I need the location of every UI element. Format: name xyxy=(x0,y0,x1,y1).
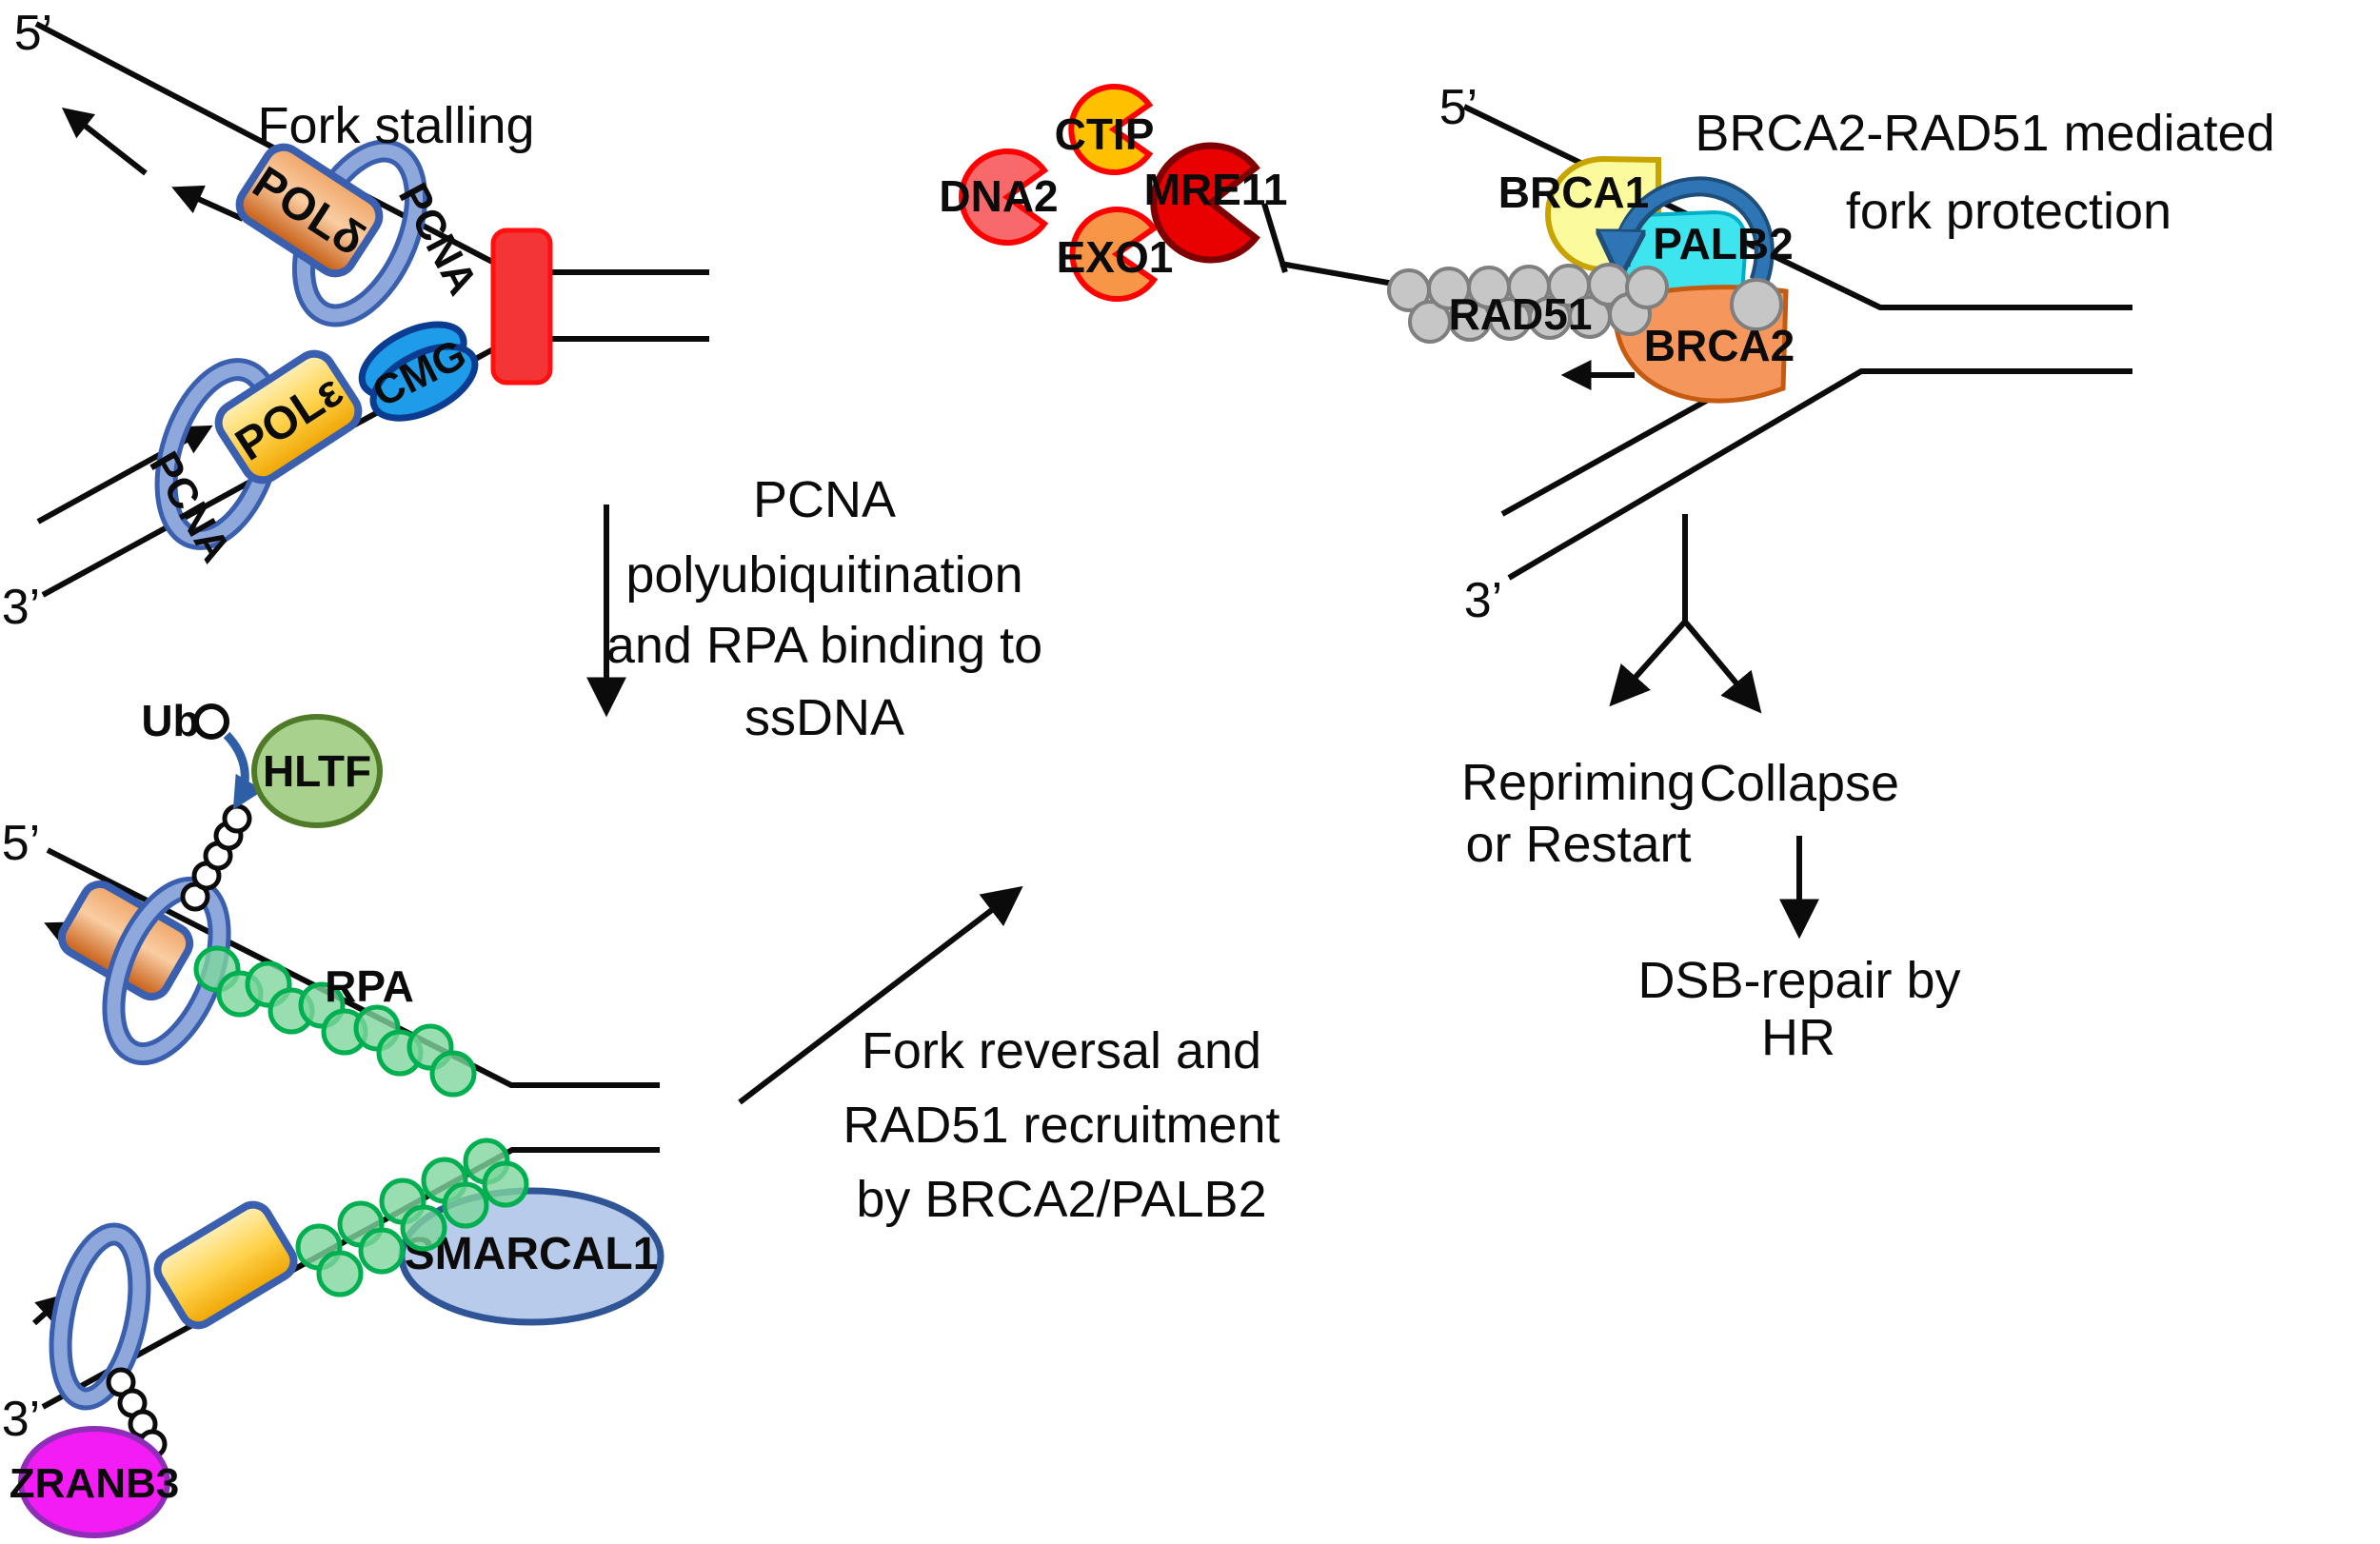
ub-label: Ub xyxy=(141,696,199,745)
rpa-filament-top xyxy=(193,945,477,1098)
outcome-branch-group: Repriming or Restart Collapse DSB-repair… xyxy=(1461,514,1961,1066)
stalled-pol-cylinder-bottom xyxy=(153,1200,298,1330)
step2-group: Fork reversal and RAD51 recruitment by B… xyxy=(738,885,1280,1228)
fork-stalling-label: Fork stalling xyxy=(257,97,534,154)
three-prime-top-left: 3’ xyxy=(2,580,40,635)
step2-diagonal-arrow xyxy=(738,885,1023,1105)
zranb3-shape xyxy=(18,1426,170,1538)
regressed-arm-line xyxy=(1500,378,1744,517)
step1-text-line1: PCNA xyxy=(753,471,896,528)
rpa-filament-bottom xyxy=(295,1138,529,1297)
ubiquitin-chain-top xyxy=(180,803,252,912)
exo1-shape xyxy=(1069,207,1159,302)
zranb3-label: ZRANB3 xyxy=(10,1460,179,1507)
step1-text-line4: ssDNA xyxy=(744,689,904,746)
brca2-label: BRCA2 xyxy=(1644,321,1795,370)
mre11-shape xyxy=(1150,142,1260,264)
protection-title-line1: BRCA2-RAD51 mediated xyxy=(1695,105,2274,162)
inhibition-line xyxy=(1279,261,1405,288)
protected-fork-group: 5’ 3’ BRCA2-RAD51 mediated fork protecti… xyxy=(1387,80,2275,628)
palb2-recruitment-arrow xyxy=(1620,180,1771,284)
ubiquitination-arrow xyxy=(223,731,264,810)
okazaki-arrow-2 xyxy=(171,185,245,222)
inhibition-bar xyxy=(1261,203,1288,273)
outcome-left-line1: Repriming xyxy=(1461,754,1696,811)
step2-text-line1: Fork reversal and xyxy=(862,1022,1261,1079)
okazaki-arrow-1 xyxy=(61,108,148,176)
outcome-right-label: Collapse xyxy=(1699,755,1899,812)
exo1-label: EXO1 xyxy=(1057,232,1174,282)
dsb-line2: HR xyxy=(1761,1009,1835,1066)
pcna-ring-bottom2 xyxy=(49,1222,151,1411)
hltf-label: HLTF xyxy=(263,746,371,796)
ctip-label: CTIP xyxy=(1055,109,1155,159)
right-fork-bottom-strand xyxy=(1507,368,2132,581)
cmg-helicase: CMG xyxy=(358,321,479,422)
dsb-line1: DSB-repair by xyxy=(1637,952,1960,1009)
rad51-label: RAD51 xyxy=(1449,289,1593,339)
brca1-label: BRCA1 xyxy=(1498,168,1649,217)
protection-title-line2: fork protection xyxy=(1846,183,2172,240)
ctip-shape xyxy=(1068,84,1154,175)
branch-left-arrow xyxy=(1609,620,1688,707)
dna2-label: DNA2 xyxy=(939,171,1058,221)
five-prime-top-left: 5’ xyxy=(14,6,52,61)
dna2-shape xyxy=(959,148,1049,246)
pcna-label-bottom: PCNA xyxy=(140,445,240,570)
ssdna-top-line xyxy=(46,847,660,1088)
hltf-shape xyxy=(251,714,383,828)
step1-text-line3: and RPA binding to xyxy=(606,617,1042,674)
outcome-left-line2: or Restart xyxy=(1465,816,1691,873)
smarcal1-label: SMARCAL1 xyxy=(405,1229,659,1279)
step2-text-line2: RAD51 recruitment xyxy=(843,1097,1279,1154)
five-prime-mid: 5’ xyxy=(2,816,40,871)
nucleases-group: DNA2 CTIP EXO1 MRE11 xyxy=(939,84,1405,302)
branch-right-arrow xyxy=(1682,620,1762,714)
step1-text-line2: polyubiquitination xyxy=(625,546,1022,604)
stalled-fork-group: 5’ 3’ POLδ PCNA POLε PCNA xyxy=(2,6,709,635)
rpa-fork-group: 5’ 3’ SMARCAL1 Ub HLTF xyxy=(2,696,664,1538)
palb2-label: PALB2 xyxy=(1653,219,1793,268)
ub-monomer-icon xyxy=(193,703,229,740)
rad51-filament xyxy=(1387,263,1783,344)
step2-text-line3: by BRCA2/PALB2 xyxy=(856,1171,1266,1228)
stall-lesion-block xyxy=(490,228,553,386)
rpa-label: RPA xyxy=(325,961,414,1011)
three-prime-right: 3’ xyxy=(1464,573,1502,628)
step1-group: PCNA polyubiquitination and RPA binding … xyxy=(586,471,1042,746)
three-prime-mid: 3’ xyxy=(2,1392,40,1447)
